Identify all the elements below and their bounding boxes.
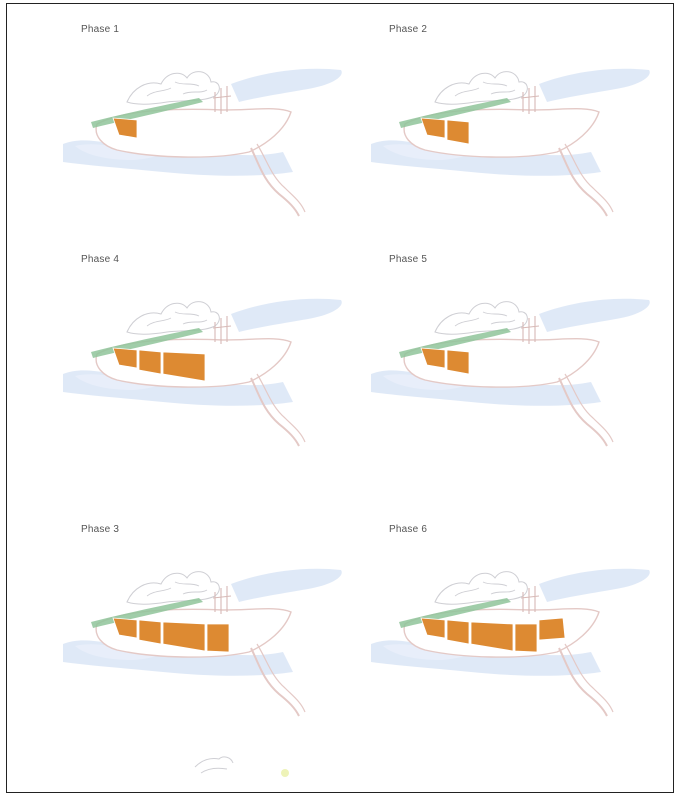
phase-label: Phase 4 bbox=[81, 254, 119, 265]
phase-label: Phase 1 bbox=[81, 24, 119, 35]
phase-cell bbox=[207, 624, 229, 652]
diagram-frame: Phase 1 Phase 2 Phase 4 Phase 5 Phase 3 … bbox=[6, 3, 674, 793]
building-sketch bbox=[147, 82, 207, 96]
phase-panel-6: Phase 6 bbox=[371, 506, 671, 736]
water-area bbox=[231, 299, 342, 332]
site-plan-map bbox=[371, 536, 661, 726]
water-area bbox=[231, 69, 342, 102]
phase-panel-4: Phase 4 bbox=[63, 236, 363, 466]
site-plan-map bbox=[371, 36, 661, 226]
phase-cell bbox=[447, 120, 469, 144]
building-sketch bbox=[127, 572, 219, 605]
phase-panel-3: Phase 3 bbox=[63, 506, 363, 736]
phase-cell bbox=[447, 620, 469, 644]
phase-label: Phase 3 bbox=[81, 524, 119, 535]
building-sketch bbox=[147, 312, 207, 326]
site-plan-map bbox=[63, 536, 353, 726]
partial-next-map bbox=[157, 739, 357, 779]
building-sketch bbox=[435, 572, 527, 605]
building-sketch bbox=[127, 72, 219, 105]
water-area bbox=[231, 569, 342, 602]
building-sketch bbox=[435, 302, 527, 335]
phase-panel-5: Phase 5 bbox=[371, 236, 671, 466]
building-sketch bbox=[455, 312, 515, 326]
water-area bbox=[539, 299, 650, 332]
phase-cell bbox=[515, 624, 537, 652]
building-sketch bbox=[435, 72, 527, 105]
phase-label: Phase 5 bbox=[389, 254, 427, 265]
phase-label: Phase 6 bbox=[389, 524, 427, 535]
phase-panel-1: Phase 1 bbox=[63, 6, 363, 236]
site-plan-map bbox=[371, 266, 661, 456]
site-plan-map bbox=[63, 36, 353, 226]
building-sketch bbox=[455, 582, 515, 596]
phase-label: Phase 2 bbox=[389, 24, 427, 35]
water-area bbox=[539, 569, 650, 602]
phase-cell bbox=[447, 350, 469, 374]
water-area bbox=[539, 69, 650, 102]
building-sketch bbox=[455, 82, 515, 96]
phase-cell bbox=[139, 620, 161, 644]
site-plan-map bbox=[63, 266, 353, 456]
phase-panel-2: Phase 2 bbox=[371, 6, 671, 236]
phase-cell bbox=[139, 350, 161, 374]
phase-cell bbox=[539, 618, 565, 640]
building-sketch bbox=[127, 302, 219, 335]
building-sketch bbox=[147, 582, 207, 596]
